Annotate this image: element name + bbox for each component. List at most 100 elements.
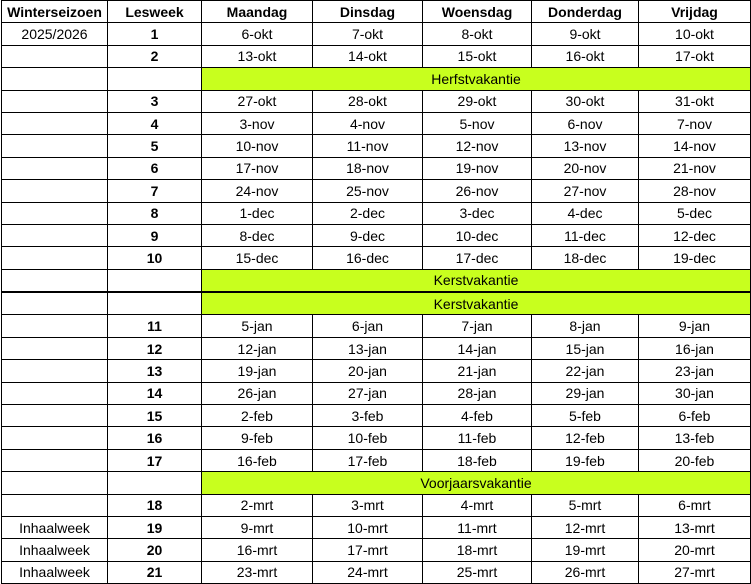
- date-tuesday: 27-jan: [312, 381, 423, 406]
- date-thursday: 22-jan: [531, 359, 639, 383]
- week-cell: [107, 471, 202, 495]
- date-tuesday: 6-jan: [312, 314, 423, 338]
- date-thursday: 26-mrt: [531, 560, 639, 584]
- season-cell: 2025/2026: [1, 22, 108, 46]
- week-number: 19: [107, 515, 202, 540]
- week-number: 13: [107, 359, 202, 383]
- date-friday: 6-feb: [638, 404, 751, 428]
- date-friday: 21-nov: [638, 156, 751, 181]
- date-monday: 26-jan: [201, 381, 313, 406]
- week-number: 20: [107, 538, 202, 562]
- date-tuesday: 7-okt: [312, 22, 423, 46]
- date-wednesday: 10-dec: [422, 223, 532, 248]
- week-number: 10: [107, 246, 202, 270]
- season-cell: [1, 179, 108, 203]
- week-number: 12: [107, 336, 202, 361]
- vacation-label: Kerstvakantie: [201, 291, 751, 316]
- date-monday: 19-jan: [201, 359, 313, 383]
- date-tuesday: 16-dec: [312, 246, 423, 270]
- date-thursday: 9-okt: [531, 22, 639, 46]
- week-number: 1: [107, 22, 202, 46]
- date-monday: 17-nov: [201, 156, 313, 181]
- date-friday: 14-nov: [638, 134, 751, 158]
- vacation-row: Voorjaarsvakantie: [1, 471, 751, 495]
- date-tuesday: 24-mrt: [312, 560, 423, 584]
- date-tuesday: 10-feb: [312, 426, 423, 450]
- season-cell: Inhaalweek: [1, 560, 108, 584]
- season-cell: [1, 134, 108, 158]
- vacation-label: Voorjaarsvakantie: [201, 471, 751, 495]
- season-cell: [1, 404, 108, 428]
- date-monday: 9-feb: [201, 426, 313, 450]
- season-cell: [1, 156, 108, 181]
- date-thursday: 12-feb: [531, 426, 639, 450]
- date-friday: 30-jan: [638, 381, 751, 406]
- date-friday: 10-okt: [638, 22, 751, 46]
- date-thursday: 8-jan: [531, 314, 639, 338]
- date-wednesday: 28-jan: [422, 381, 532, 406]
- season-cell: [1, 426, 108, 450]
- date-monday: 9-mrt: [201, 515, 313, 540]
- date-tuesday: 2-dec: [312, 201, 423, 225]
- season-cell: [1, 471, 108, 495]
- week-number: 16: [107, 426, 202, 450]
- season-cell: [1, 44, 108, 69]
- season-cell: [1, 67, 108, 91]
- date-wednesday: 18-feb: [422, 448, 532, 473]
- date-wednesday: 19-nov: [422, 156, 532, 181]
- date-monday: 16-feb: [201, 448, 313, 473]
- date-thursday: 19-mrt: [531, 538, 639, 562]
- date-tuesday: 17-mrt: [312, 538, 423, 562]
- date-friday: 27-mrt: [638, 560, 751, 584]
- header-monday: Maandag: [201, 0, 313, 24]
- date-wednesday: 12-nov: [422, 134, 532, 158]
- date-wednesday: 21-jan: [422, 359, 532, 383]
- date-monday: 10-nov: [201, 134, 313, 158]
- week-number: 4: [107, 111, 202, 136]
- week-number: 11: [107, 314, 202, 338]
- date-wednesday: 4-feb: [422, 404, 532, 428]
- vacation-label: Kerstvakantie: [201, 268, 751, 294]
- header-friday: Vrijdag: [638, 0, 751, 24]
- week-number: 14: [107, 381, 202, 406]
- date-tuesday: 13-jan: [312, 336, 423, 361]
- date-wednesday: 26-nov: [422, 179, 532, 203]
- header-tuesday: Dinsdag: [312, 0, 423, 24]
- date-wednesday: 11-mrt: [422, 515, 532, 540]
- vacation-row: Kerstvakantie: [1, 291, 751, 316]
- season-cell: [1, 314, 108, 338]
- season-cell: [1, 336, 108, 361]
- date-monday: 24-nov: [201, 179, 313, 203]
- date-thursday: 29-jan: [531, 381, 639, 406]
- date-thursday: 12-mrt: [531, 515, 639, 540]
- week-number: 5: [107, 134, 202, 158]
- date-thursday: 11-dec: [531, 223, 639, 248]
- date-friday: 13-feb: [638, 426, 751, 450]
- date-thursday: 30-okt: [531, 89, 639, 113]
- date-monday: 15-dec: [201, 246, 313, 270]
- season-cell: [1, 359, 108, 383]
- season-cell: [1, 201, 108, 225]
- date-tuesday: 25-nov: [312, 179, 423, 203]
- date-thursday: 16-okt: [531, 44, 639, 69]
- date-wednesday: 3-dec: [422, 201, 532, 225]
- header-wednesday: Woensdag: [422, 0, 532, 24]
- vacation-row: Herfstvakantie: [1, 67, 751, 91]
- date-thursday: 19-feb: [531, 448, 639, 473]
- season-cell: [1, 268, 108, 294]
- date-friday: 19-dec: [638, 246, 751, 270]
- date-tuesday: 18-nov: [312, 156, 423, 181]
- season-cell: [1, 111, 108, 136]
- date-friday: 28-nov: [638, 179, 751, 203]
- date-monday: 2-mrt: [201, 493, 313, 517]
- date-wednesday: 8-okt: [422, 22, 532, 46]
- date-tuesday: 3-feb: [312, 404, 423, 428]
